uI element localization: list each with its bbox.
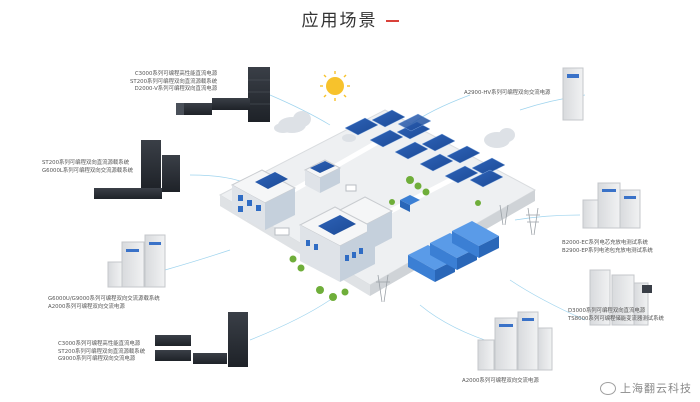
label-line: C3000系列可编程高性能直流电源 — [58, 341, 141, 347]
label-lower-right: D3000系列可编程双向直流电源 TS8000系列可编程储能变流器测试系统 — [568, 308, 664, 323]
label-lower-left: G6000U/G9000系列可编程双向交流源载系统 A2000系列可编程双向交流… — [48, 296, 160, 311]
equipment-mid-left — [94, 140, 180, 199]
energy-storage-containers — [400, 195, 499, 282]
label-line: A2000系列可编程双向交流电源 — [48, 303, 125, 310]
label-line: D3000系列可编程双向直流电源 — [568, 308, 646, 314]
label-bottom-left: C3000系列可编程高性能直流电源 ST200系列可编程双向直流源载系统 G90… — [58, 341, 145, 364]
label-top-left: C3000系列可编程高性能直流电源 ST200系列可编程双向直流源载系统 D20… — [130, 71, 217, 94]
watermark: 上海翻云科技 — [600, 380, 692, 396]
equipment-top-left — [176, 67, 270, 122]
label-line: G9000系列可编程双向交流电源 — [58, 356, 136, 363]
label-line: C3000系列可编程高性能直流电源 — [134, 71, 218, 77]
label-line: B2000-EC系列电芯充放电测试系统 — [562, 240, 648, 246]
transmission-towers — [376, 204, 540, 303]
trees — [289, 176, 481, 301]
label-line: G6000U/G9000系列可编程双向交流源载系统 — [48, 296, 160, 302]
equipment-lower-left — [107, 234, 166, 288]
label-mid-right: B2000-EC系列电芯充放电测试系统 B2900-EP系列电池包充放电测试系统 — [562, 240, 653, 255]
equipment-bottom-center — [477, 311, 553, 371]
factory-buildings — [230, 159, 394, 282]
solar-panel-field — [344, 109, 506, 188]
sun-icon — [320, 71, 350, 101]
equipment-lower-right — [589, 269, 652, 326]
label-mid-left: ST200系列可编程双向直流源载系统 G6000L系列可编程双向交流源载系统 — [42, 160, 133, 175]
label-line: A2000系列可编程双向交流电源 — [462, 378, 539, 384]
equipment-bottom-left — [155, 312, 248, 367]
label-line: ST200系列可编程双向直流源载系统 — [42, 160, 130, 166]
equipment-top-right — [562, 67, 584, 121]
weibo-icon — [600, 381, 616, 395]
label-line: D2000-V系列可编程双向直流电源 — [134, 86, 218, 93]
label-top-right: A2900-HV系列可编程双向交流电源 — [464, 90, 550, 98]
label-line: ST200系列可编程双向直流源载系统 — [58, 348, 146, 355]
label-line: B2900-EP系列电池包充放电测试系统 — [562, 247, 653, 254]
equipment-mid-right — [582, 182, 641, 229]
label-line: ST200系列可编程双向直流源载系统 — [130, 78, 218, 85]
cloud-icon — [274, 111, 515, 148]
title-accent-dash — [385, 20, 399, 22]
page-title: 应用场景 — [0, 6, 700, 31]
label-line: G6000L系列可编程双向交流源载系统 — [42, 167, 133, 174]
label-line: A2900-HV系列可编程双向交流电源 — [464, 90, 551, 96]
label-line: TS8000系列可编程储能变流器测试系统 — [568, 315, 664, 322]
label-bottom-center: A2000系列可编程双向交流电源 — [462, 378, 539, 386]
